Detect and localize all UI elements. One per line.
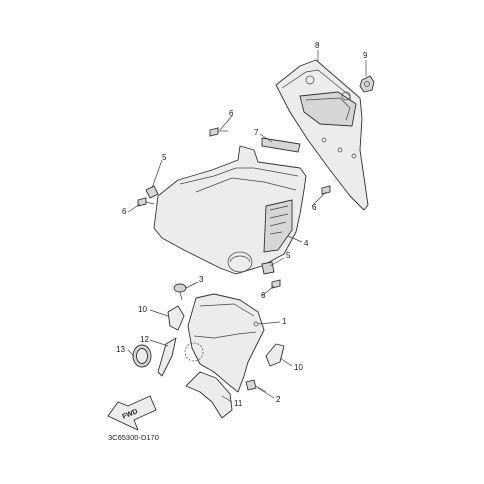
callout-6: 6	[312, 203, 317, 212]
callout-4: 4	[304, 239, 309, 248]
callout-13: 13	[116, 345, 125, 354]
callout-labels: 8 9 6 7 5 6 6 4 3 5 6 10 1 12 13 10 2 11	[116, 41, 368, 408]
diagram-code: 3C65300-D170	[108, 433, 159, 442]
callout-11: 11	[234, 399, 243, 408]
callout-10: 10	[294, 363, 303, 372]
part-10-bracket-right	[265, 343, 285, 367]
callout-10: 10	[138, 305, 147, 314]
callout-5: 5	[162, 153, 167, 162]
part-10-bracket-left	[167, 305, 185, 331]
leader-lines	[127, 50, 367, 403]
fwd-arrow-icon: FWD	[107, 395, 157, 431]
part-6-screw-right	[321, 185, 331, 195]
callout-9: 9	[363, 51, 368, 60]
part-6-screw-left	[137, 197, 155, 207]
part-3-grommet	[173, 283, 187, 301]
part-8-bracket	[275, 59, 369, 211]
part-1-front-cowl	[184, 293, 265, 393]
part-7-plate	[261, 137, 301, 153]
callout-6: 6	[122, 207, 127, 216]
callout-2: 2	[276, 395, 281, 404]
callout-3: 3	[199, 275, 204, 284]
callout-6: 6	[229, 109, 234, 118]
part-5-clip-left	[145, 185, 159, 199]
callout-1: 1	[282, 317, 287, 326]
part-6-screw-top	[209, 127, 228, 137]
part-5-clip-right	[261, 261, 275, 275]
callout-12: 12	[140, 335, 149, 344]
part-12-stay	[157, 337, 177, 377]
part-13-ring	[132, 344, 152, 368]
part-9-bolt	[359, 75, 375, 93]
part-11-lower-panel	[185, 371, 233, 419]
part-2-bolt	[245, 379, 267, 393]
callout-8: 8	[315, 41, 320, 50]
callout-5: 5	[286, 251, 291, 260]
callout-7: 7	[254, 128, 259, 137]
callout-6: 6	[261, 291, 266, 300]
part-4-undercover	[153, 145, 307, 275]
